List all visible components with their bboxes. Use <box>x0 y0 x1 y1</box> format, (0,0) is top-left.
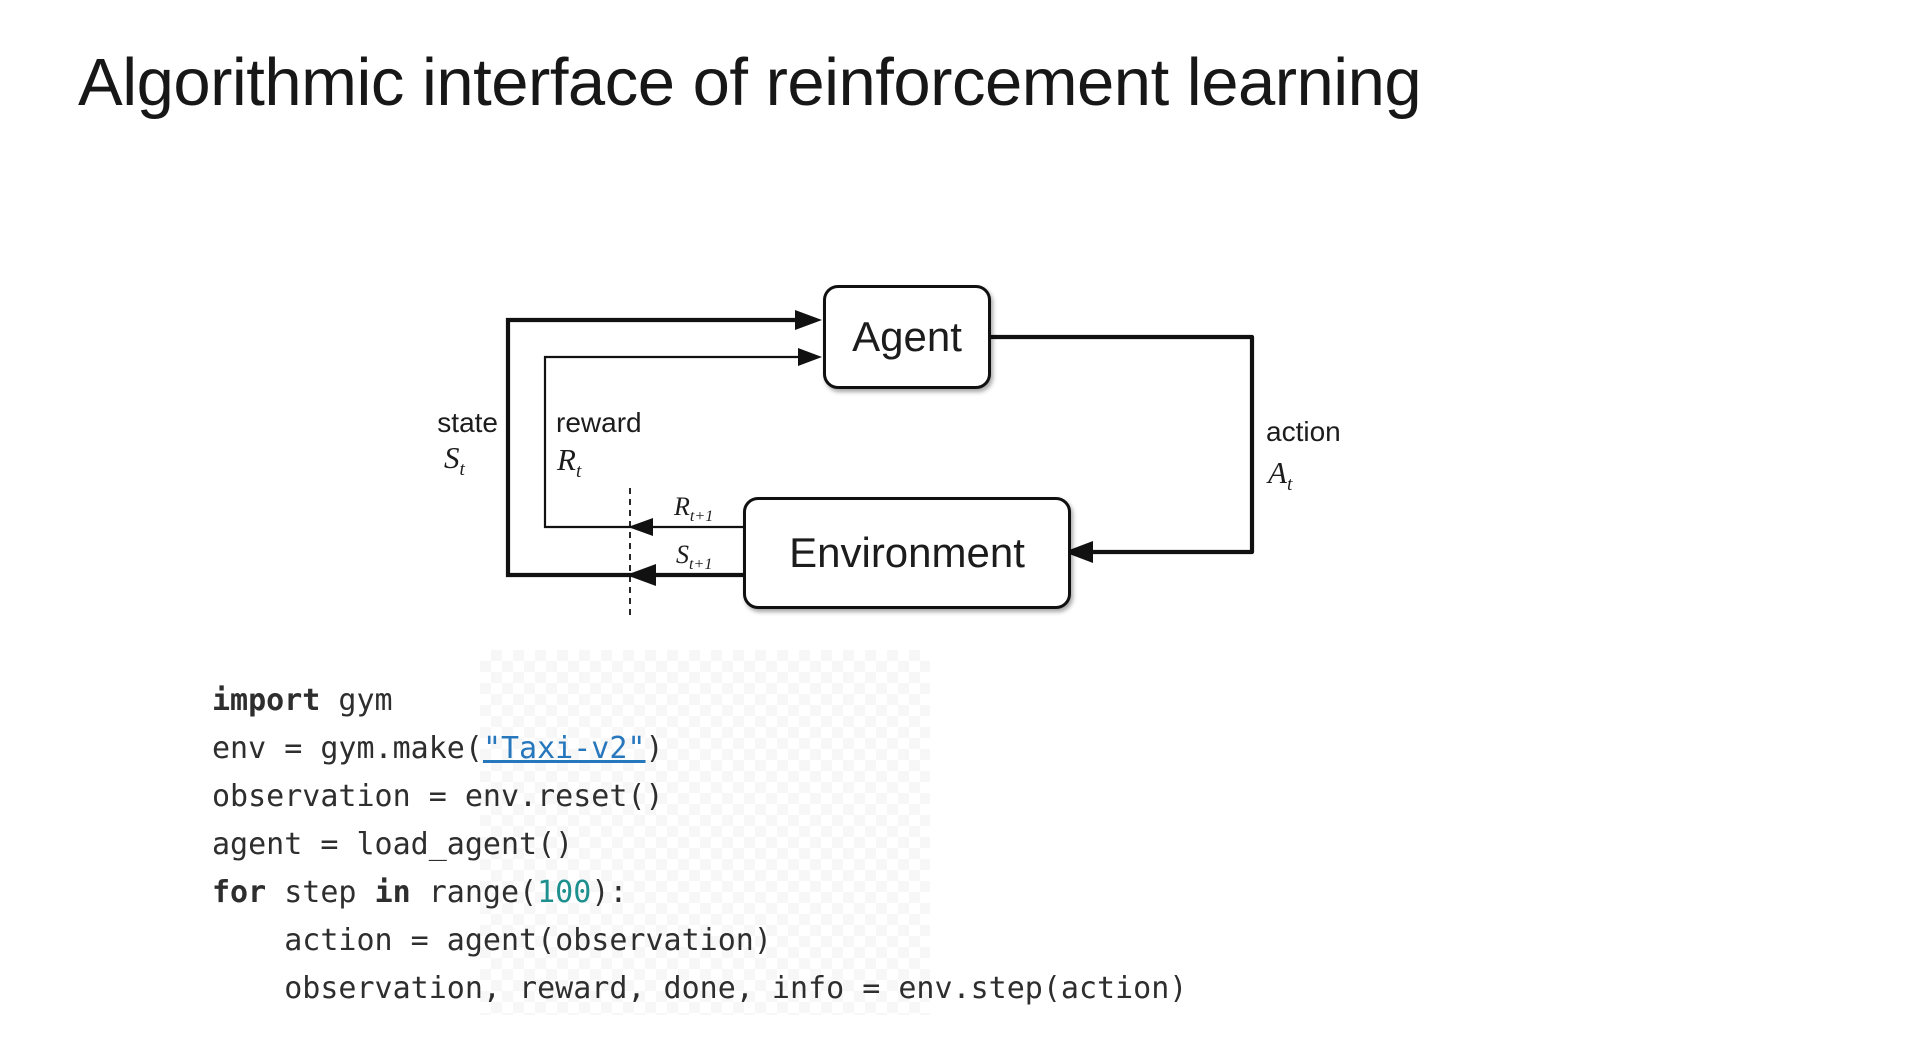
code-text: observation = env.reset() <box>212 779 664 814</box>
next-reward-symbol: Rt+1 <box>674 492 714 526</box>
action-into-environment-arrowhead <box>1064 541 1093 563</box>
code-line: env = gym.make("Taxi-v2") <box>212 725 1187 773</box>
code-line: for step in range(100): <box>212 869 1187 917</box>
state-symbol: St <box>444 440 465 481</box>
next-state-arrowhead <box>626 564 656 586</box>
code-text: range( <box>410 875 538 910</box>
code-text: env = gym.make( <box>212 731 483 766</box>
agent-label: Agent <box>852 313 962 360</box>
code-line: observation, reward, done, info = env.st… <box>212 965 1187 1013</box>
code-text: agent = load_agent() <box>212 827 574 862</box>
code-text: step <box>266 875 375 910</box>
environment-box: Environment <box>743 497 1071 609</box>
code-number: 100 <box>537 875 592 910</box>
state-into-agent-arrowhead <box>795 310 822 330</box>
next-reward-arrowhead <box>628 518 653 536</box>
code-text: observation, reward, done, info = env.st… <box>212 971 1188 1006</box>
reward-symbol: Rt <box>557 442 582 483</box>
code-text: ) <box>645 731 664 766</box>
reward-into-agent-arrowhead <box>798 348 822 366</box>
code-keyword: for <box>212 875 267 910</box>
state-loop-line <box>505 317 814 578</box>
code-keyword: in <box>374 875 411 910</box>
action-symbol: At <box>1268 455 1293 496</box>
next-state-symbol: St+1 <box>676 540 713 574</box>
reward-label: reward <box>556 407 642 438</box>
state-label: state <box>437 407 498 438</box>
environment-label: Environment <box>789 529 1025 576</box>
code-line: action = agent(observation) <box>212 917 1187 965</box>
action-label: action <box>1266 416 1341 447</box>
action-loop-line <box>985 334 1255 555</box>
transparency-checkerboard <box>480 650 930 1015</box>
code-line: import gym <box>212 677 1187 725</box>
rl-loop-diagram: Agent Environment state St reward Rt act… <box>400 270 1380 630</box>
code-line: agent = load_agent() <box>212 821 1187 869</box>
taxi-v2-env-link[interactable]: "Taxi-v2" <box>482 731 646 766</box>
code-line: observation = env.reset() <box>212 773 1187 821</box>
diagram-lines <box>505 310 1255 620</box>
code-text: gym <box>320 683 393 718</box>
slide-title: Algorithmic interface of reinforcement l… <box>78 45 1422 120</box>
agent-box: Agent <box>823 285 991 389</box>
code-text: action = agent(observation) <box>212 923 772 958</box>
code-keyword: import <box>212 683 321 718</box>
code-text: ): <box>591 875 628 910</box>
